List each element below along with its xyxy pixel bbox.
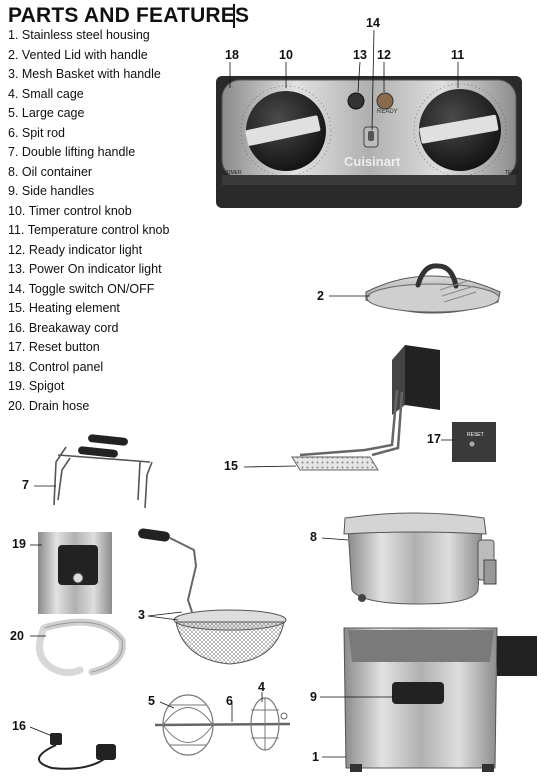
breakaway-cord: [38, 733, 116, 770]
list-item: 20. Drain hose: [8, 398, 90, 413]
list-item: 13. Power On indicator light: [8, 262, 162, 276]
list-item: 4. Small cage: [8, 86, 84, 101]
list-item: 14. Toggle switch ON/OFF: [8, 281, 155, 296]
callout-4: 4: [258, 680, 265, 694]
toggle-switch-icon: [368, 131, 374, 141]
list-item: 12. Ready indicator light: [8, 242, 143, 257]
text-cursor: [233, 4, 235, 28]
list-item: 18. Control panel: [8, 359, 104, 374]
parts-list: 1. Stainless steel housing 2. Vented Lid…: [8, 26, 169, 416]
list-item: 1. Stainless steel housing: [8, 28, 150, 42]
page-title: PARTS AND FEATURES: [8, 4, 250, 27]
callout-8: 8: [310, 530, 317, 544]
reset-button: [452, 422, 496, 462]
housing: [343, 627, 537, 772]
callout-1: 1: [312, 750, 319, 764]
callout-19: 19: [12, 537, 26, 551]
timer-knob: [240, 85, 332, 177]
callout-10: 10: [279, 48, 293, 62]
callout-14: 14: [366, 16, 380, 30]
callout-12: 12: [377, 48, 391, 62]
list-item: 8. Oil container: [8, 164, 93, 179]
control-panel: [216, 76, 522, 208]
drain-hose: [36, 618, 126, 677]
list-item: 15. Heating element: [8, 301, 120, 315]
list-item: 2. Vented Lid with handle: [8, 47, 148, 62]
callout-6: 6: [226, 694, 233, 708]
callout-3: 3: [138, 608, 145, 622]
callout-2: 2: [317, 289, 324, 303]
temp-label: TEMP: [505, 170, 519, 176]
list-item: 9. Side handles: [8, 184, 95, 198]
callout-15: 15: [224, 459, 238, 473]
rotisserie-cages: [154, 694, 291, 756]
list-item: 3. Mesh Basket with handle: [8, 67, 161, 81]
callout-16: 16: [12, 719, 26, 733]
vented-lid: [365, 263, 501, 314]
callout-9: 9: [310, 690, 317, 704]
list-item: 11. Temperature control knob: [8, 223, 170, 237]
brand-logo: Cuisinart: [344, 154, 401, 169]
reset-label: RESET: [467, 432, 484, 438]
ready-light-icon: [376, 92, 394, 110]
spigot-photo: [38, 532, 112, 614]
mesh-basket: [138, 528, 287, 665]
callout-13: 13: [353, 48, 367, 62]
temperature-knob: [413, 83, 507, 177]
callout-lines: [29, 29, 459, 758]
callout-5: 5: [148, 694, 155, 708]
callout-7: 7: [22, 478, 29, 492]
callout-11: 11: [451, 48, 465, 62]
timer-label: TIMER: [226, 170, 242, 176]
callout-17: 17: [427, 432, 441, 446]
list-item: 6. Spit rod: [8, 125, 65, 140]
heating-element: [291, 345, 440, 471]
list-item: 7. Double lifting handle: [8, 145, 136, 159]
list-item: 10. Timer control knob: [8, 203, 132, 218]
power-light-icon: [347, 92, 365, 110]
callout-18: 18: [225, 48, 239, 62]
list-item: 19. Spigot: [8, 379, 65, 393]
list-item: 17. Reset button: [8, 340, 100, 354]
double-lifting-handle: [53, 434, 153, 509]
ready-label: READY: [377, 109, 398, 115]
list-item: 16. Breakaway cord: [8, 320, 119, 335]
oil-container: [343, 512, 497, 605]
callout-20: 20: [10, 629, 24, 643]
list-item: 5. Large cage: [8, 106, 85, 120]
